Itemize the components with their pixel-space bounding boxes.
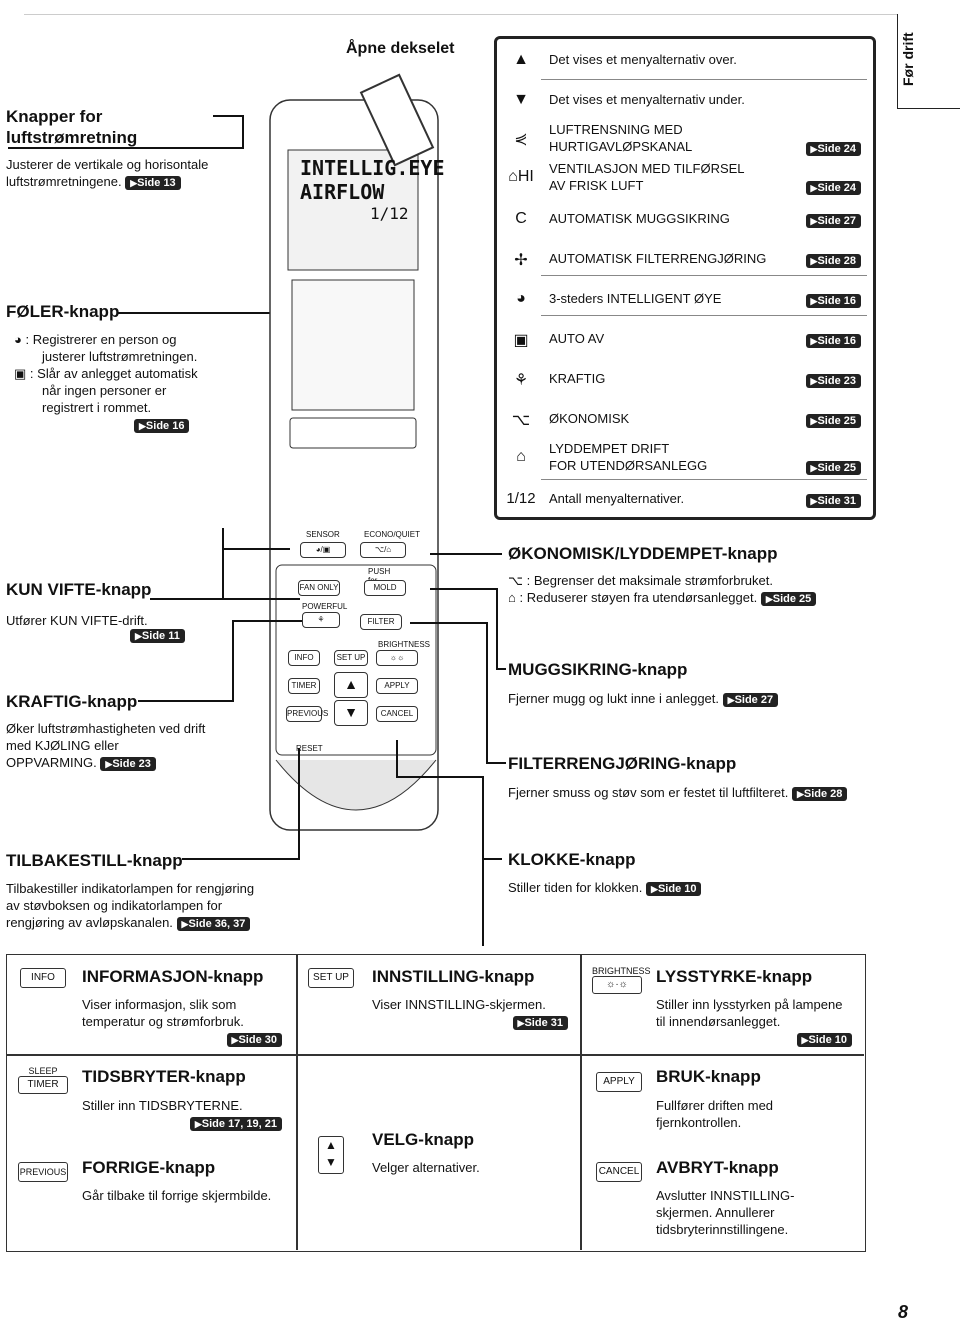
powerful-title: KRAFTIG-knapp (6, 692, 138, 711)
sensor-desc: ◕ : Registrerer en person og justerer lu… (14, 331, 224, 433)
fanonly-title: KUN VIFTE-knapp (6, 580, 152, 599)
timer-desc: Stiller inn TIDSBRYTERNE.Side 17, 19, 21 (82, 1097, 282, 1131)
auto-off-icon: ▣ (513, 332, 529, 349)
econo-icon: ⌥ (508, 573, 523, 588)
timer-title: TIDSBRYTER-knapp (82, 1067, 246, 1086)
setup-desc: Viser INNSTILLING-skjermen.Side 31 (372, 996, 568, 1030)
filter-desc: Fjerner smuss og støv som er festet til … (508, 784, 848, 801)
powerful-icon: ⚘ (513, 372, 529, 389)
air-purify-icon: ⋞ (514, 131, 528, 148)
fanonly-desc: Utfører KUN VIFTE-drift. (6, 613, 148, 628)
page-number: 8 (898, 1302, 909, 1322)
side-tab: Før drift (897, 14, 960, 109)
info-key: INFO (20, 968, 66, 988)
airflow-desc: Justerer de vertikale og horisontale luf… (6, 156, 226, 190)
auto-off-icon: ▣ (14, 366, 27, 381)
setup-title: INNSTILLING-knapp (372, 967, 535, 986)
setup-button[interactable]: SET UP (334, 650, 368, 666)
brightness-title: LYSSTYRKE-knapp (656, 967, 813, 986)
down-triangle-icon: ▼ (513, 91, 529, 108)
info-title: INFORMASJON-knapp (82, 967, 264, 986)
reset-title: TILBAKESTILL-knapp (6, 851, 183, 870)
previous-title: FORRIGE-knapp (82, 1158, 216, 1177)
open-cover-label: Åpne dekselet (346, 40, 455, 57)
ventilation-hi-icon: ⌂HI (508, 168, 534, 185)
up-triangle-icon: ▲ (513, 51, 529, 68)
cancel-button[interactable]: CANCEL (376, 706, 418, 722)
brightness-key: BRIGHTNESS☼·☼ (592, 966, 651, 994)
apply-button[interactable]: APPLY (376, 678, 418, 694)
intelligent-eye-icon: ◕ (14, 332, 22, 347)
econo-title: ØKONOMISK/LYDDEMPET-knapp (508, 544, 778, 563)
select-title: VELG-knapp (372, 1130, 475, 1149)
fanonly-ref: Side 11 (130, 629, 185, 643)
apply-key: APPLY (596, 1072, 642, 1092)
powerful-button[interactable]: ⚘ (302, 612, 340, 628)
apply-title: BRUK-knapp (656, 1067, 761, 1086)
menu-row: ▲ Det vises et menyalternativ over. (497, 51, 873, 77)
fanonly-button[interactable]: FAN ONLY (298, 580, 340, 596)
cancel-desc: Avslutter INNSTILLING-skjermen. Annuller… (656, 1188, 795, 1237)
setup-key: SET UP (308, 968, 354, 988)
previous-key: PREVIOUS (18, 1162, 68, 1182)
previous-button[interactable]: PREVIOUS (286, 706, 328, 722)
mold-icon: C (515, 210, 527, 227)
filter-button[interactable]: FILTER (360, 614, 402, 630)
econo-icon: ⌥ (511, 412, 531, 429)
airflow-title: Knapper for luftstrømretning (6, 107, 138, 147)
side-tab-label: Før drift (900, 32, 916, 86)
menu-table: ▲ Det vises et menyalternativ over. ▼ De… (494, 36, 876, 520)
select-desc: Velger alternativer. (372, 1160, 480, 1175)
select-key: ▲▼ (318, 1136, 344, 1174)
filter-title: FILTERRENGJØRING-knapp (508, 754, 737, 773)
previous-desc: Går tilbake til forrige skjermbilde. (82, 1188, 272, 1203)
remote-display: INTELLIG.EYE AIRFLOW 1/12 (300, 156, 445, 223)
info-button[interactable]: INFO (288, 650, 320, 666)
up-button[interactable]: ▲ (334, 672, 368, 698)
quiet-outdoor-icon: ⌂ (516, 448, 526, 465)
remote-outline (269, 73, 439, 831)
cover-icon (359, 73, 435, 167)
reset-desc: Tilbakestiller indikatorlampen for rengj… (6, 880, 286, 931)
timer-button[interactable]: TIMER (288, 678, 320, 694)
cancel-title: AVBRYT-knapp (656, 1158, 779, 1177)
cancel-key: CANCEL (596, 1162, 642, 1182)
count-icon: 1/12 (506, 490, 536, 507)
quiet-outdoor-icon: ⌂ (508, 590, 516, 605)
button-grid (6, 954, 866, 1252)
mold-title: MUGGSIKRING-knapp (508, 660, 688, 679)
filter-clean-icon: ✢ (514, 252, 528, 269)
econo-desc: ⌥ : Begrenser det maksimale strømforbruk… (508, 572, 868, 606)
sensor-title: FØLER-knapp (6, 302, 120, 321)
intelligent-eye-icon: ◕ (516, 290, 526, 307)
down-button[interactable]: ▼ (334, 700, 368, 726)
mold-button[interactable]: MOLD (364, 580, 406, 596)
econo-button[interactable]: ⌥/⌂ (360, 542, 406, 558)
clock-desc: Stiller tiden for klokken. Side 10 (508, 879, 702, 896)
brightness-button[interactable]: ☼☼ (376, 650, 418, 666)
sensor-button[interactable]: ◕/▣ (300, 542, 346, 558)
mold-desc: Fjerner mugg og lukt inne i anlegget. Si… (508, 690, 779, 707)
clock-title: KLOKKE-knapp (508, 850, 636, 869)
